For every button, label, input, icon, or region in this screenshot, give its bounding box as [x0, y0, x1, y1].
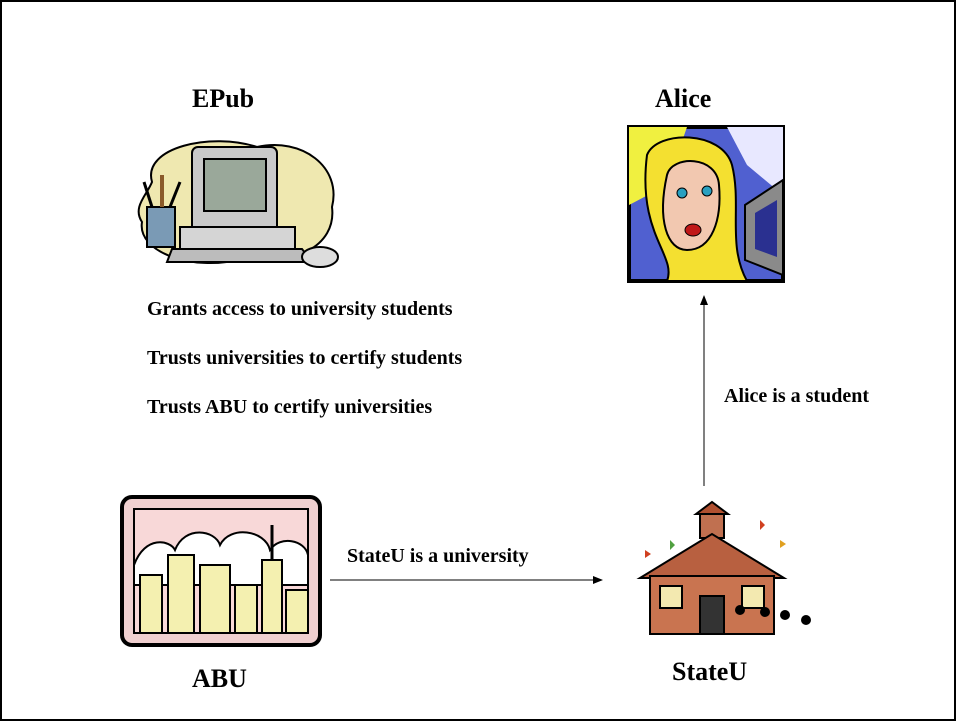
- epub-policy-2: Trusts universities to certify students: [147, 347, 463, 369]
- edge-label-university: StateU is a university: [347, 545, 529, 567]
- schoolhouse-clipart: [636, 500, 811, 635]
- computer-clipart: [137, 140, 339, 268]
- epub-title: EPub: [192, 84, 255, 113]
- stateu-title: StateU: [672, 657, 748, 686]
- alice-title: Alice: [655, 84, 712, 113]
- alice-clipart: [627, 125, 785, 283]
- abu-title: ABU: [192, 664, 247, 693]
- edge-label-student: Alice is a student: [724, 385, 869, 407]
- city-clipart: [120, 495, 322, 647]
- epub-policy-1: Grants access to university students: [147, 298, 453, 320]
- epub-policy-3: Trusts ABU to certify universities: [147, 396, 433, 418]
